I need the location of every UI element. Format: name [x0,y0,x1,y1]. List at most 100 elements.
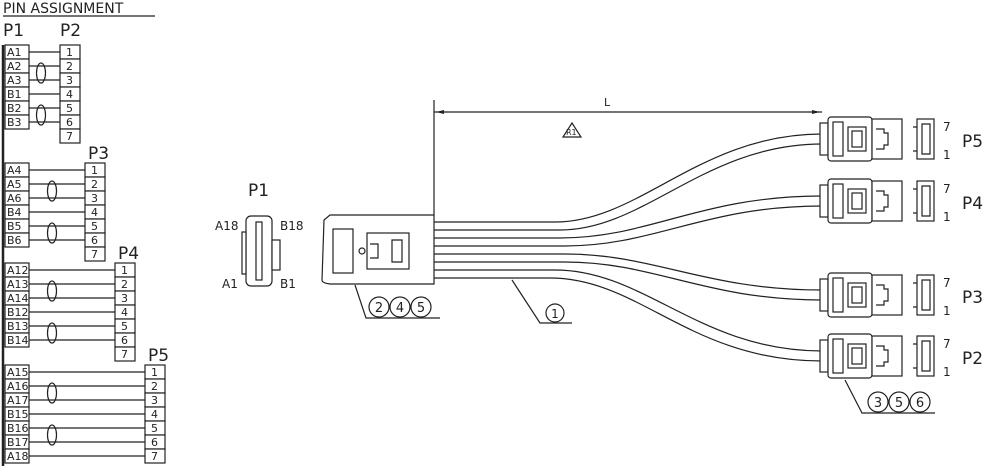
pin-number: 6 [121,334,128,347]
callout-circle [909,391,931,413]
pin-top-label: 7 [943,120,951,134]
callout-circle [888,391,910,413]
p1-pin-label: A5 [7,178,22,191]
callout-number: 4 [396,301,404,316]
p1-pin-label: B6 [7,234,22,247]
p1-pin-label: B3 [7,116,22,129]
p1-pin-label: A6 [7,192,22,205]
p1-label-a18: A18 [215,219,238,233]
pin-top-label: 7 [943,182,951,196]
pin-number: 3 [66,74,73,87]
callout-number: 2 [375,301,383,316]
sata-callout-leader [844,379,935,414]
pin-number: 2 [151,380,158,393]
p1-pin-label: B12 [7,306,29,319]
p1-pin-label: B4 [7,206,22,219]
pin-number: 5 [66,102,73,115]
callout-number: 5 [417,301,425,316]
connector-label: P4 [962,194,983,214]
p1-pin-label: A3 [7,74,22,87]
cable-callout-leader [511,279,572,324]
pin-number: 4 [151,408,158,421]
minisas-plug [321,214,435,285]
callout-circle [410,296,432,318]
sata-side-view [916,118,935,160]
callout-number: 3 [874,396,882,411]
p1-view-label: P1 [248,181,269,201]
p1-pin-label: A1 [7,46,22,59]
pin-number: 6 [66,116,73,129]
pin-number: 7 [151,450,158,463]
pin-number: 5 [91,220,98,233]
sata-side-view [916,335,935,377]
pin-number: 6 [151,436,158,449]
pin-cell [84,246,106,262]
connector-label: P3 [962,288,983,308]
connector-label: P4 [118,244,139,264]
pin-cell [59,128,81,144]
p1-label-a1: A1 [222,277,238,291]
callout-circle [368,296,390,318]
twisted-pair-marker [46,280,58,302]
cable-callout: 1 [551,307,559,321]
connector-label: P2 [60,21,81,41]
p1-pin-label: A18 [7,450,29,463]
pin-number: 2 [66,60,73,73]
pin-number: 7 [91,248,98,261]
p1-label-b18: B18 [280,219,304,233]
pin-bottom-label: 1 [943,304,951,318]
pin-number: 3 [151,394,158,407]
sata-side-view [916,180,935,222]
callout-number: 5 [895,396,903,411]
pin-number: 4 [121,306,128,319]
p1-pin-label: A16 [7,380,29,393]
pin-number: 3 [121,292,128,305]
pin-number: 4 [91,206,98,219]
twisted-pair-marker [46,222,58,244]
p1-pin-label: B16 [7,422,29,435]
revision-mark: R1 [566,128,577,137]
p1-pin-label: B2 [7,102,22,115]
p1-pin-label: A17 [7,394,29,407]
pin-number: 6 [91,234,98,247]
p1-pin-label: B1 [7,88,22,101]
pin-number: 1 [151,366,158,379]
pin-assignment-table: P2A1A2A3B1B2B31234567P3A4A5A6B4B5B612345… [4,21,169,464]
pin-number: 2 [121,278,128,291]
pin-bottom-label: 1 [943,365,951,379]
p1-pin-label: A14 [7,292,29,305]
callout-circle [867,391,889,413]
connector-label: P5 [148,346,169,366]
pin-number: 5 [151,422,158,435]
twisted-pair-marker [35,62,47,84]
p1-pin-label: A15 [7,366,29,379]
pin-number: 3 [91,192,98,205]
p1-pin-label: B5 [7,220,22,233]
cable-bundle [434,133,823,362]
p1-pin-label: A12 [7,264,29,277]
pin-number: 2 [91,178,98,191]
p1-pin-label: B14 [7,334,29,347]
length-label: L [604,96,611,109]
pin-number: 1 [121,264,128,277]
p1-pin-label: A13 [7,278,29,291]
twisted-pair-marker [46,180,58,202]
sata-side-view [916,274,935,316]
revision-triangle [561,121,583,138]
twisted-pair-marker [46,382,58,404]
p1-column-label: P1 [3,21,24,41]
connector-label: P2 [962,349,983,369]
callout-circle [389,296,411,318]
pin-number: 4 [66,88,73,101]
pin-number: 1 [91,164,98,177]
